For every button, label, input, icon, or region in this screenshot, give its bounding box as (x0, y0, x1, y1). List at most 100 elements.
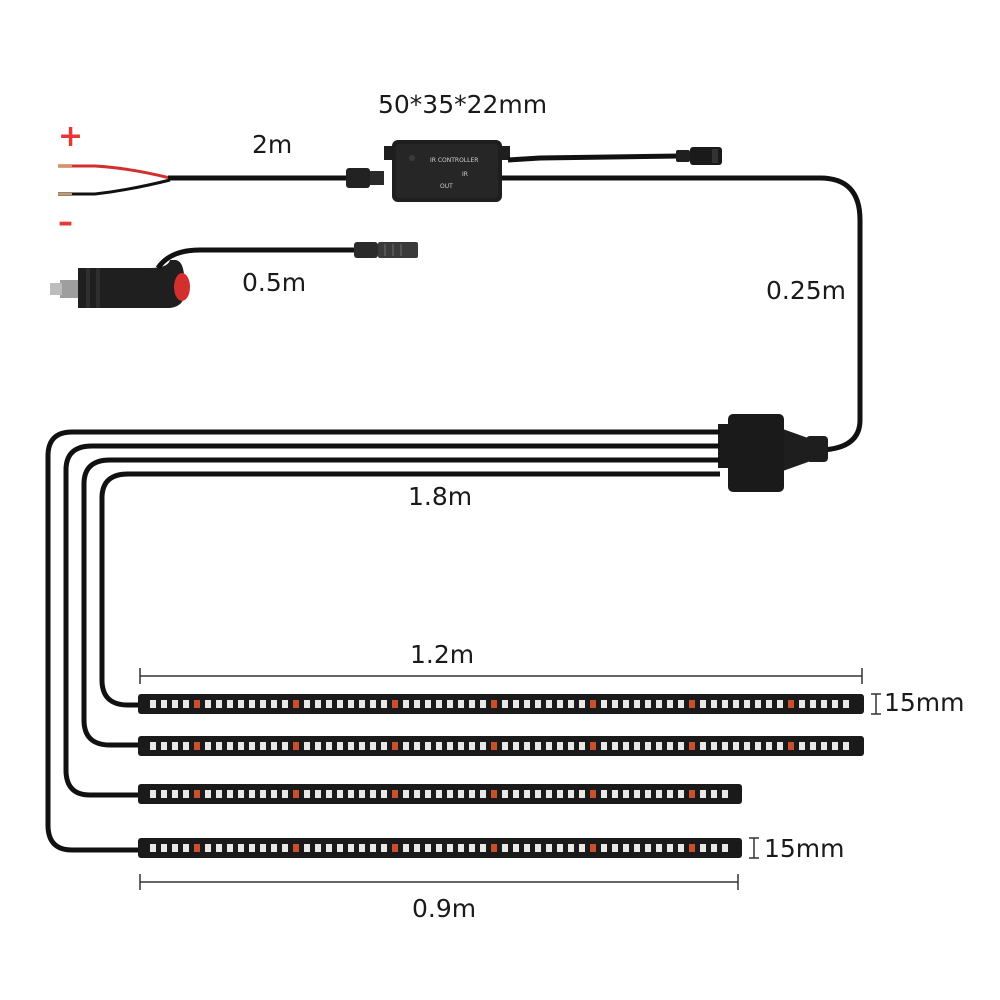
led-chip (337, 700, 343, 708)
led-chip (513, 790, 519, 798)
led-chip (381, 790, 387, 798)
led-chip (370, 790, 376, 798)
led-chip (293, 790, 299, 798)
led-chip (227, 844, 233, 852)
led-chip (260, 742, 266, 750)
led-chip (403, 742, 409, 750)
led-chip (293, 700, 299, 708)
led-chip (183, 844, 189, 852)
led-chip (810, 700, 816, 708)
ir-receiver-plug (676, 147, 722, 165)
led-chip (403, 844, 409, 852)
led-chip (700, 790, 706, 798)
positive-polarity-sign: + (58, 119, 84, 154)
led-chip (821, 742, 827, 750)
led-chip (271, 742, 277, 750)
led-chip (524, 700, 530, 708)
led-chip (645, 844, 651, 852)
led-chip (304, 742, 310, 750)
led-chip (337, 790, 343, 798)
led-chip (656, 790, 662, 798)
led-chip (480, 844, 486, 852)
led-chip (469, 844, 475, 852)
led-chip (612, 844, 618, 852)
led-chip (227, 790, 233, 798)
led-chip (414, 844, 420, 852)
led-chip (172, 700, 178, 708)
led-chip (579, 790, 585, 798)
led-chip (667, 844, 673, 852)
led-chip (656, 742, 662, 750)
led-chip (392, 844, 398, 852)
led-chip (392, 790, 398, 798)
led-chip (568, 742, 574, 750)
led-chips (150, 700, 849, 852)
led-chip (513, 742, 519, 750)
led-chip (304, 700, 310, 708)
led-chip (722, 742, 728, 750)
led-chip (469, 700, 475, 708)
led-chip (766, 700, 772, 708)
led-chip (590, 742, 596, 750)
led-chip (480, 742, 486, 750)
led-chip (183, 742, 189, 750)
output-lead-length-label: 0.25m (766, 276, 847, 305)
led-chip (194, 742, 200, 750)
led-chip (667, 790, 673, 798)
led-chip (348, 700, 354, 708)
led-chip (326, 790, 332, 798)
led-chip (370, 742, 376, 750)
led-chip (392, 700, 398, 708)
led-chip (370, 700, 376, 708)
led-chip (634, 742, 640, 750)
led-chip (304, 844, 310, 852)
led-chip (843, 700, 849, 708)
led-chip (337, 742, 343, 750)
led-chip (238, 700, 244, 708)
led-chip (601, 742, 607, 750)
splitter-leads-length-label: 1.8m (408, 482, 473, 511)
led-chip (579, 700, 585, 708)
led-chip (634, 844, 640, 852)
led-chip (524, 742, 530, 750)
led-chip (282, 742, 288, 750)
long-strip-length-label: 1.2m (410, 640, 475, 669)
led-chip (546, 742, 552, 750)
led-chip (469, 742, 475, 750)
led-chip (777, 700, 783, 708)
led-chip (689, 700, 695, 708)
led-chip (557, 742, 563, 750)
led-chip (260, 700, 266, 708)
led-chip (612, 790, 618, 798)
led-chip (326, 844, 332, 852)
led-strip-2 (138, 736, 864, 756)
led-chip (722, 700, 728, 708)
led-chip (271, 700, 277, 708)
led-chip (535, 790, 541, 798)
led-chip (480, 700, 486, 708)
dimension-line-1-2m (139, 668, 863, 684)
led-chip (711, 700, 717, 708)
led-chip (293, 844, 299, 852)
led-chip (568, 700, 574, 708)
led-chip (271, 790, 277, 798)
led-chip (425, 700, 431, 708)
led-chip (403, 700, 409, 708)
led-chip (590, 790, 596, 798)
led-chip (557, 790, 563, 798)
led-chip (205, 742, 211, 750)
led-chip (656, 844, 662, 852)
led-chip (249, 844, 255, 852)
led-chip (414, 790, 420, 798)
led-chip (810, 742, 816, 750)
led-chip (271, 844, 277, 852)
led-chip (546, 790, 552, 798)
led-chip (755, 700, 761, 708)
led-chip (766, 742, 772, 750)
led-chip (502, 700, 508, 708)
led-chip (359, 700, 365, 708)
led-chip (535, 844, 541, 852)
led-chip (568, 844, 574, 852)
led-chip (381, 742, 387, 750)
led-chip (601, 700, 607, 708)
